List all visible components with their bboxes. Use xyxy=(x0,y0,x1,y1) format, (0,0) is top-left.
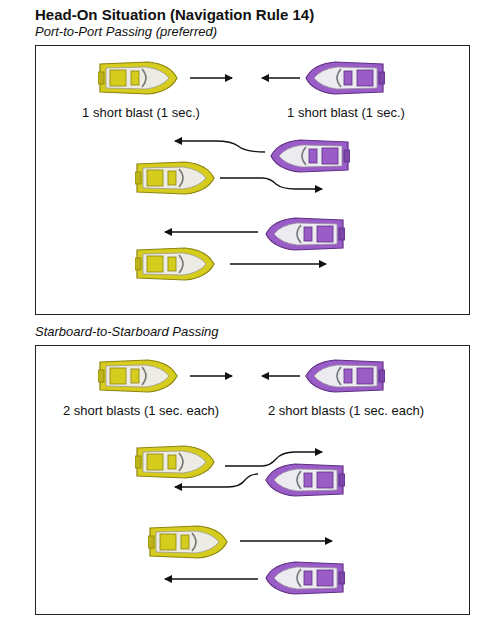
signal-note: 2 short blasts (1 sec. each) xyxy=(268,403,424,418)
signal-note: 1 short blast (1 sec.) xyxy=(82,105,200,120)
purple-boat xyxy=(266,464,345,496)
direction-arrow xyxy=(262,77,300,78)
yellow-boat xyxy=(98,62,177,94)
passing-panel: Starboard-to-Starboard Passing2 short bl… xyxy=(35,345,470,615)
direction-arrow xyxy=(225,452,322,466)
direction-arrow xyxy=(240,540,332,541)
direction-arrow xyxy=(175,474,258,487)
signal-note: 2 short blasts (1 sec. each) xyxy=(63,403,219,418)
purple-boat xyxy=(306,62,385,94)
signal-note: 1 short blast (1 sec.) xyxy=(287,105,405,120)
direction-arrow xyxy=(190,375,232,376)
direction-arrow xyxy=(262,375,300,376)
purple-boat xyxy=(306,360,385,392)
direction-arrow xyxy=(190,77,232,78)
yellow-boat xyxy=(98,360,177,392)
panel-heading: Port-to-Port Passing (preferred) xyxy=(35,24,217,39)
purple-boat xyxy=(266,218,345,250)
yellow-boat xyxy=(135,446,214,478)
yellow-boat xyxy=(148,526,227,558)
diagram-title: Head-On Situation (Navigation Rule 14) xyxy=(35,6,314,23)
yellow-boat xyxy=(135,248,214,280)
purple-boat xyxy=(266,562,345,594)
direction-arrow xyxy=(165,231,258,232)
direction-arrow xyxy=(165,578,258,579)
yellow-boat xyxy=(135,162,214,194)
panel-heading: Starboard-to-Starboard Passing xyxy=(35,324,219,339)
direction-arrow xyxy=(175,141,265,152)
direction-arrow xyxy=(230,263,326,264)
passing-panel: Port-to-Port Passing (preferred)1 short … xyxy=(35,45,470,315)
direction-arrow xyxy=(220,178,322,189)
purple-boat xyxy=(271,140,350,172)
